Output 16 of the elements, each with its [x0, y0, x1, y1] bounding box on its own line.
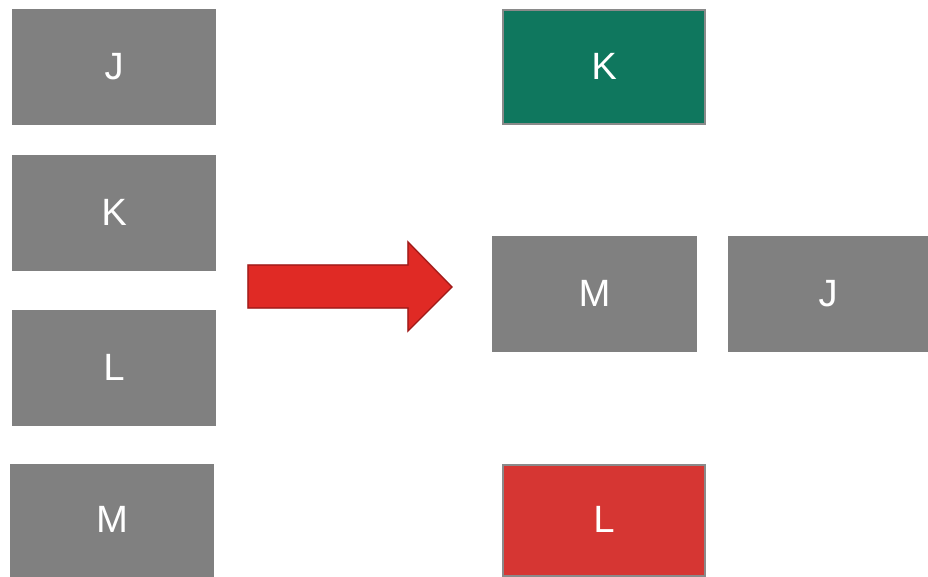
box-letter: M: [578, 272, 610, 316]
letter-box: [12, 155, 216, 271]
box-letter: K: [591, 46, 617, 88]
letter-box: [492, 236, 697, 352]
letter-box: [502, 9, 706, 125]
letter-box: [502, 464, 706, 577]
box-letter: J: [818, 272, 838, 316]
box-letter: L: [593, 499, 615, 542]
box-letter: K: [101, 192, 127, 234]
box-letter: M: [96, 499, 128, 542]
box-letter: J: [104, 46, 124, 88]
letter-box: [728, 236, 928, 352]
letter-box: [12, 9, 216, 125]
letter-box: [12, 310, 216, 426]
letter-box: [10, 464, 214, 577]
box-letter: L: [103, 346, 125, 390]
